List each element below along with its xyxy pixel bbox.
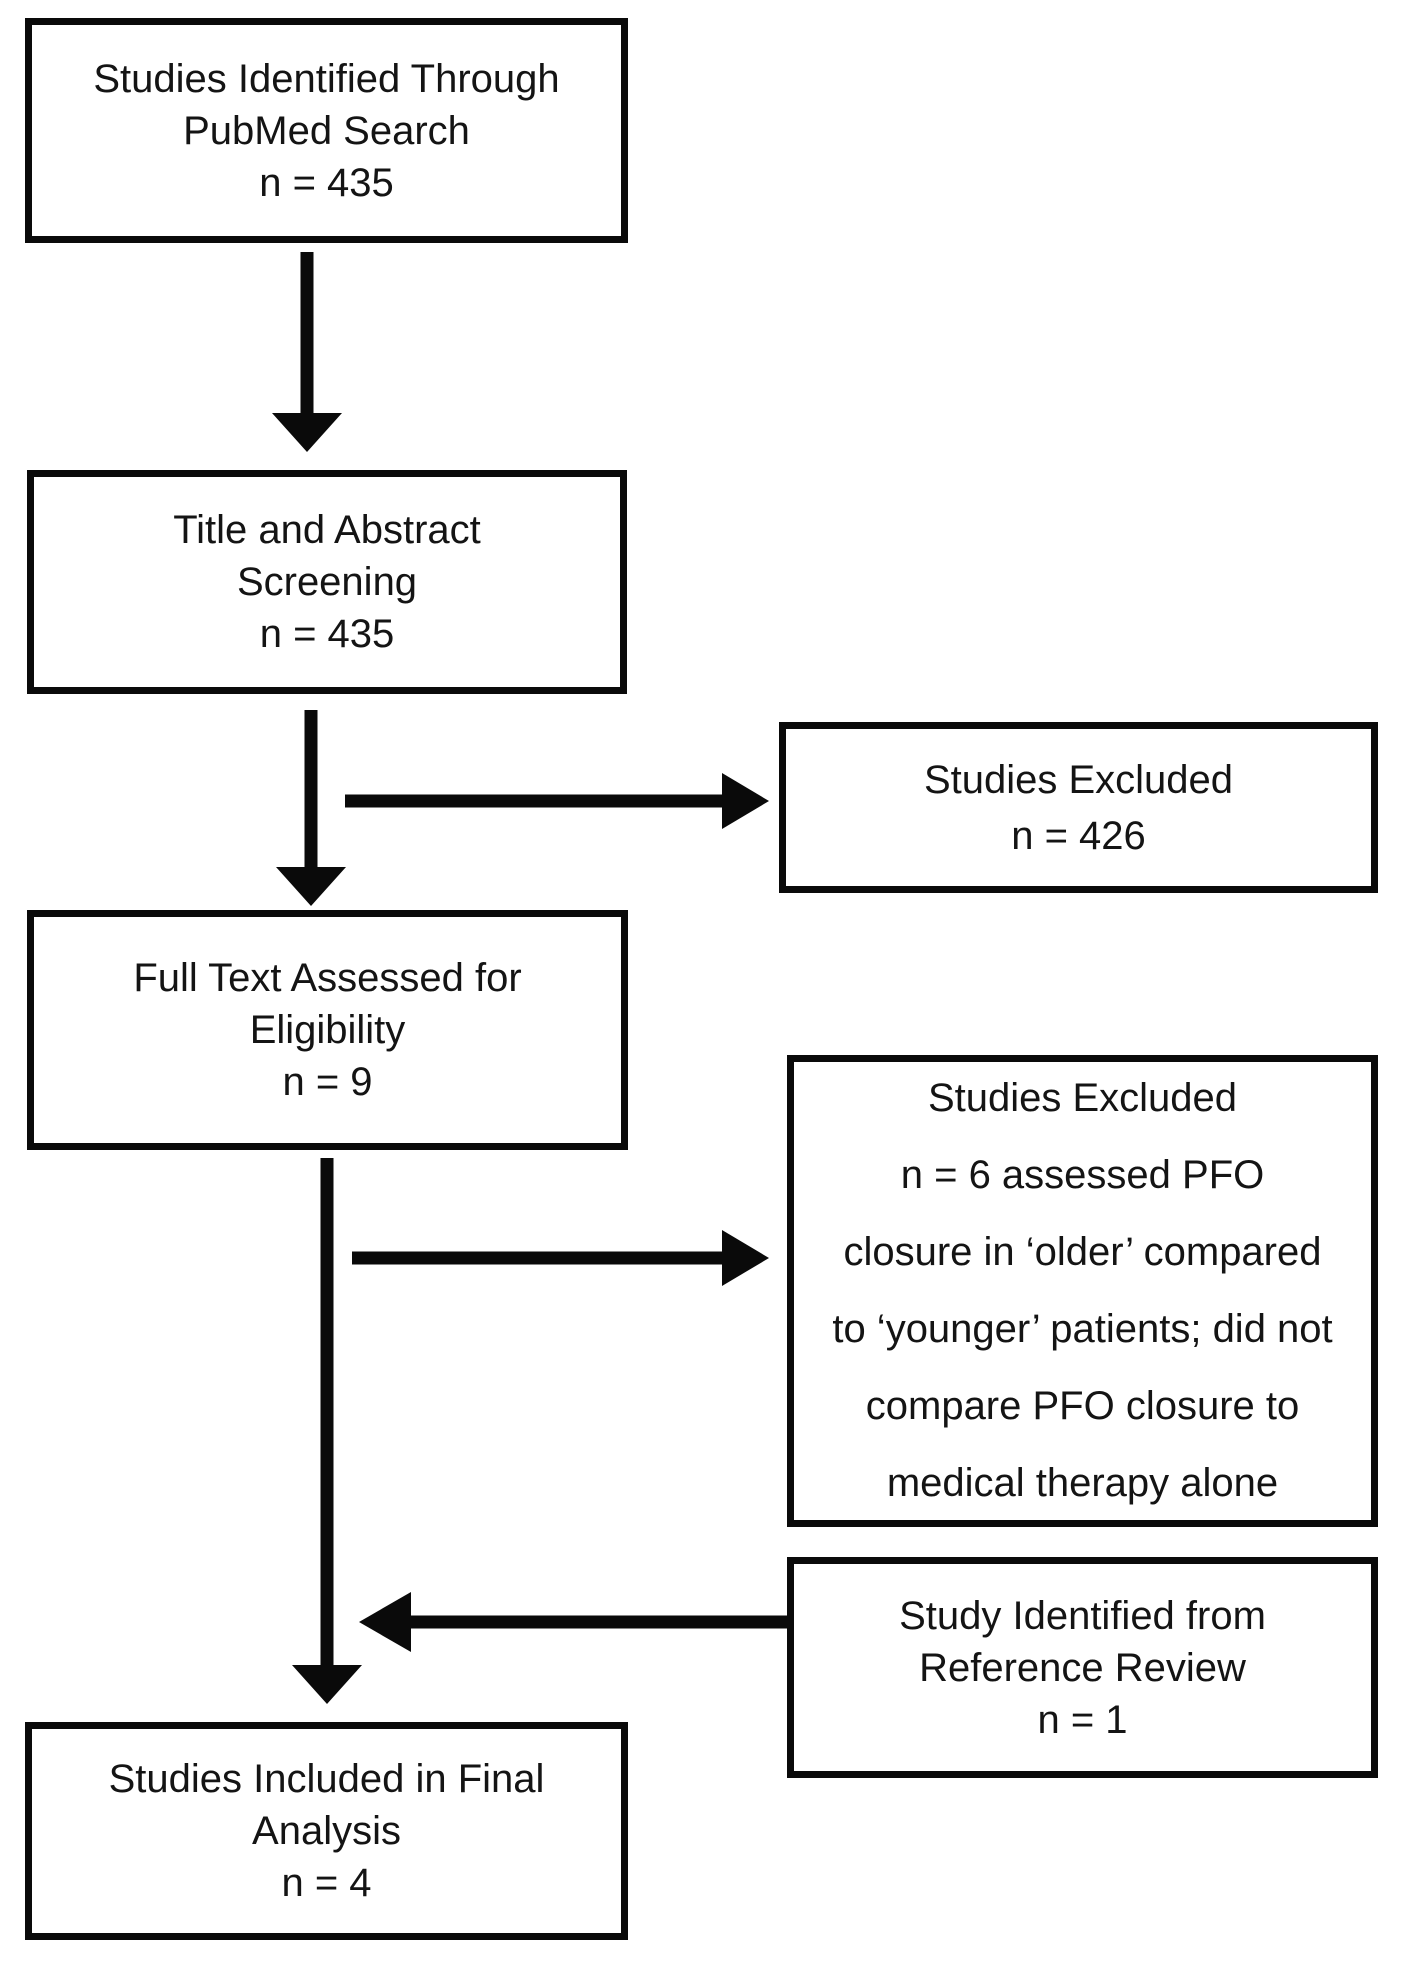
box-line: medical therapy alone <box>886 1461 1279 1505</box>
box-line: Full Text Assessed for <box>133 956 522 1000</box>
box-line: n = 435 <box>259 612 395 656</box>
arrow-fulltext-to-excluded <box>352 1230 769 1286</box>
box-line: Studies Included in Final <box>108 1757 545 1801</box>
box-line: closure in ‘older’ compared <box>843 1230 1322 1274</box>
box-line: n = 4 <box>281 1861 372 1905</box>
arrow-identified-to-screening <box>272 252 342 452</box>
box-line: Eligibility <box>249 1008 406 1052</box>
box-line: n = 435 <box>259 160 394 205</box>
box-line: to ‘younger’ patients; did not <box>832 1307 1333 1351</box>
box-line: n = 426 <box>1011 813 1146 858</box>
box-study-reference-review: Study Identified from Reference Review n… <box>787 1557 1378 1778</box>
box-line: Screening <box>236 560 418 604</box>
box-studies-excluded-fulltext: Studies Excluded n = 6 assessed PFO clos… <box>787 1055 1378 1527</box>
box-studies-included: Studies Included in Final Analysis n = 4 <box>25 1722 628 1940</box>
box-line: n = 9 <box>282 1060 373 1104</box>
arrow-screening-to-fulltext <box>276 710 346 906</box>
box-line: Title and Abstract <box>173 508 481 552</box>
box-line: Studies Excluded <box>923 757 1234 802</box>
box-studies-identified: Studies Identified Through PubMed Search… <box>25 18 628 243</box>
arrow-screening-to-excluded <box>345 773 769 829</box>
box-line: Study Identified from <box>899 1593 1266 1638</box>
box-line: Studies Identified Through <box>93 56 560 101</box>
box-line: Analysis <box>252 1809 401 1853</box>
arrow-fulltext-to-included <box>292 1158 362 1704</box>
box-line: Studies Excluded <box>927 1076 1238 1120</box>
box-fulltext-assessed: Full Text Assessed for Eligibility n = 9 <box>27 910 628 1150</box>
box-title-abstract-screening: Title and Abstract Screening n = 435 <box>27 470 627 694</box>
arrow-reference-to-mainflow <box>359 1592 787 1652</box>
box-studies-excluded-screening: Studies Excluded n = 426 <box>779 722 1378 893</box>
box-line: PubMed Search <box>183 108 470 153</box>
box-line: n = 6 assessed PFO <box>900 1153 1265 1197</box>
box-line: n = 1 <box>1037 1697 1128 1742</box>
box-line: compare PFO closure to <box>865 1384 1300 1428</box>
box-line: Reference Review <box>919 1645 1246 1690</box>
